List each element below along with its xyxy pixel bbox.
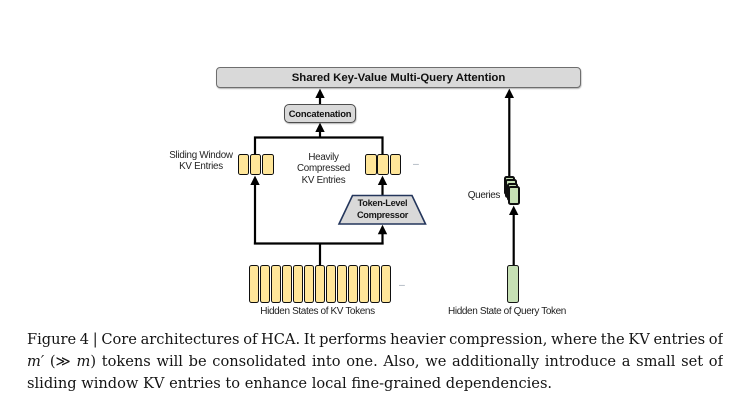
kv-entries-ellipsis: – [413, 158, 419, 170]
token-level-compressor-shape [337, 194, 427, 225]
compressor-label-line2: Compressor [356, 210, 409, 221]
kv-hidden-state-token [304, 264, 314, 303]
kv-tokens-ellipsis: – [399, 279, 405, 291]
heavily-compressed-label-line2: Compressed [296, 163, 351, 175]
kv-hidden-state-token [359, 264, 369, 303]
kv-entry-token [365, 153, 377, 175]
kv-hidden-state-token [249, 264, 259, 303]
kv-hidden-state-token [282, 264, 292, 303]
token-level-compressor-label: Token-Level Compressor [340, 198, 425, 222]
kv-entry-token [389, 153, 402, 175]
figure-wires [250, 88, 519, 266]
heavily-compressed-label-line3: KV Entries [301, 175, 346, 187]
heavily-compressed-kv-entries-label: Heavily Compressed KV Entries [264, 152, 384, 187]
attention-box-label: Shared Key-Value Multi-Query Attention [291, 71, 506, 84]
caption-line3: sliding window KV entries to enhance loc… [27, 375, 553, 392]
caption-line2: m′ (≫ m) tokens will be consolidated int… [27, 351, 723, 373]
concatenation-box: Concatenation [284, 103, 356, 123]
kv-hidden-state-token [260, 264, 270, 303]
sliding-window-kv-entries [237, 153, 274, 175]
kv-entry-token [237, 153, 250, 175]
caption-line2-mid: (≫ [44, 353, 77, 370]
query-hidden-state-box [507, 264, 520, 304]
sliding-window-label-line2: KV Entries [179, 161, 223, 173]
heavily-compressed-label-line1: Heavily [308, 151, 339, 163]
query-token [508, 186, 520, 205]
kv-hidden-state-token [370, 264, 380, 303]
sliding-window-label-line1: Sliding Window [169, 149, 233, 161]
kv-hidden-state-token [337, 264, 347, 303]
kv-entry-token [262, 153, 274, 175]
kv-hidden-state-token [315, 264, 325, 303]
kv-entry-token [249, 153, 262, 175]
kv-hidden-state-token [293, 264, 303, 303]
queries-label: Queries [467, 189, 501, 201]
figure-caption: Figure 4 | Core architectures of HCA. It… [27, 329, 723, 395]
caption-line1: Figure 4 | Core architectures of HCA. It… [27, 331, 723, 348]
kv-hidden-state-token [326, 264, 336, 303]
kv-hidden-state-token [381, 264, 391, 303]
compressor-label-line1: Token-Level [357, 198, 408, 209]
sliding-window-kv-entries-label: Sliding Window KV Entries [141, 150, 261, 174]
caption-math-m-prime: m′ [27, 353, 45, 370]
kv-hidden-state-token [348, 264, 358, 303]
wire-splitter [253, 136, 384, 154]
kv-tokens-row [249, 264, 391, 303]
queries-stack [503, 176, 521, 205]
attention-box: Shared Key-Value Multi-Query Attention [216, 67, 581, 88]
kv-hidden-state-token [271, 264, 281, 303]
query-token-caption: Hidden State of Query Token [448, 305, 566, 317]
kv-entry-token [377, 153, 389, 175]
caption-line2-rest: ) tokens will be consolidated into one. … [90, 353, 723, 370]
concatenation-box-label: Concatenation [288, 107, 352, 119]
kv-tokens-caption: Hidden States of KV Tokens [260, 305, 375, 317]
caption-math-m: m [76, 353, 91, 370]
compressed-kv-entries [365, 153, 402, 175]
